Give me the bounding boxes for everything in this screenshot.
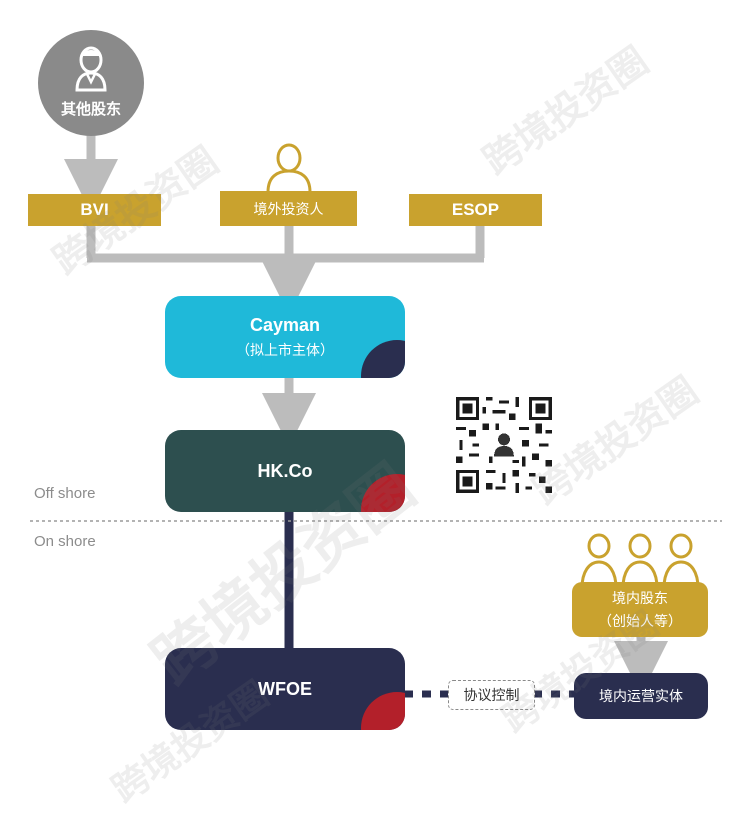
- cayman-corner-accent: [361, 340, 405, 378]
- connector-lines: [30, 132, 722, 698]
- qr-code-icon: [456, 397, 552, 493]
- shareholders-group-icon: [580, 533, 700, 589]
- domestic-entity-label: 境内运营实体: [599, 688, 683, 704]
- hkco-corner-accent: [361, 474, 405, 512]
- domestic-shareholders-box: 境内股东 （创始人等）: [572, 582, 708, 637]
- wfoe-label: WFOE: [258, 678, 312, 699]
- overseas-investors-label: 境外投资人: [253, 200, 324, 217]
- hkco-box: HK.Co: [165, 430, 405, 512]
- wfoe-corner-accent: [361, 692, 405, 730]
- hkco-label: HK.Co: [257, 460, 313, 481]
- agreement-control-text: 协议控制: [463, 687, 520, 703]
- other-shareholders-label: 其他股东: [60, 101, 121, 118]
- cayman-title: Cayman: [249, 314, 321, 335]
- other-shareholders-node: 其他股东: [38, 30, 144, 136]
- cayman-box: Cayman （拟上市主体）: [165, 296, 405, 378]
- domestic-shareholders-title: 境内股东: [612, 590, 668, 606]
- bvi-box: BVI: [28, 194, 161, 226]
- esop-box: ESOP: [409, 194, 542, 226]
- agreement-control-label: 协议控制: [448, 680, 535, 710]
- person-icon: [75, 46, 107, 92]
- cayman-subtitle: （拟上市主体）: [236, 341, 334, 358]
- investor-person-icon: [266, 143, 312, 193]
- offshore-label: Off shore: [34, 485, 96, 502]
- wfoe-box: WFOE: [165, 648, 405, 730]
- overseas-investors-box: 境外投资人: [220, 191, 357, 226]
- domestic-entity-box: 境内运营实体: [574, 673, 708, 719]
- onshore-label: On shore: [34, 533, 96, 550]
- domestic-shareholders-subtitle: （创始人等）: [598, 613, 682, 629]
- bvi-label: BVI: [80, 200, 109, 219]
- esop-label: ESOP: [451, 200, 500, 219]
